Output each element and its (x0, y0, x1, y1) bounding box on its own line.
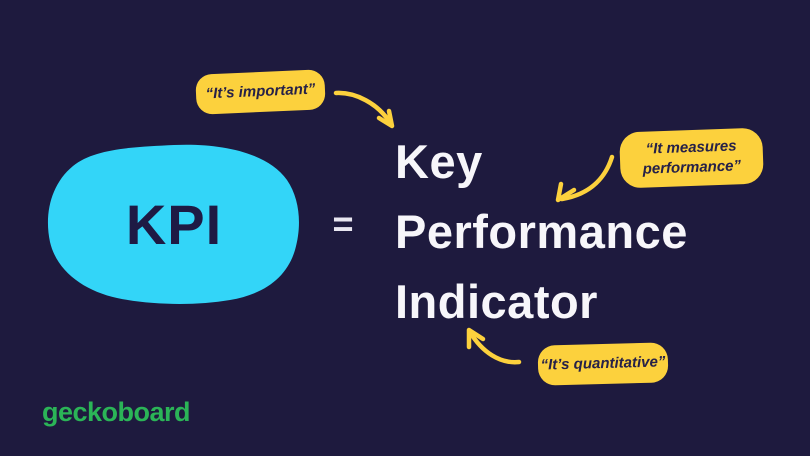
definition-line-performance: Performance (395, 205, 688, 258)
equals-sign: = (332, 203, 354, 244)
kpi-blob (45, 142, 303, 306)
callout-important-text: “It’s important” (205, 80, 316, 103)
kpi-blob-shape-icon (47, 144, 299, 304)
callout-measures-text: “It measures performance” (642, 137, 742, 178)
definition-text: Key Performance Indicator (395, 127, 688, 337)
callout-quantitative-badge: “It’s quantitative” (537, 342, 669, 386)
geckoboard-logo: geckoboard (42, 397, 191, 427)
curved-arrow-important-icon (333, 90, 395, 129)
definition-line-key: Key (395, 135, 483, 188)
callout-measures-badge: “It measures performance” (619, 127, 764, 189)
definition-line-indicator: Indicator (395, 275, 598, 328)
callout-quantitative-text: “It’s quantitative” (540, 353, 666, 374)
callout-important-badge: “It’s important” (195, 69, 326, 115)
kpi-acronym-label: KPI (125, 192, 223, 256)
